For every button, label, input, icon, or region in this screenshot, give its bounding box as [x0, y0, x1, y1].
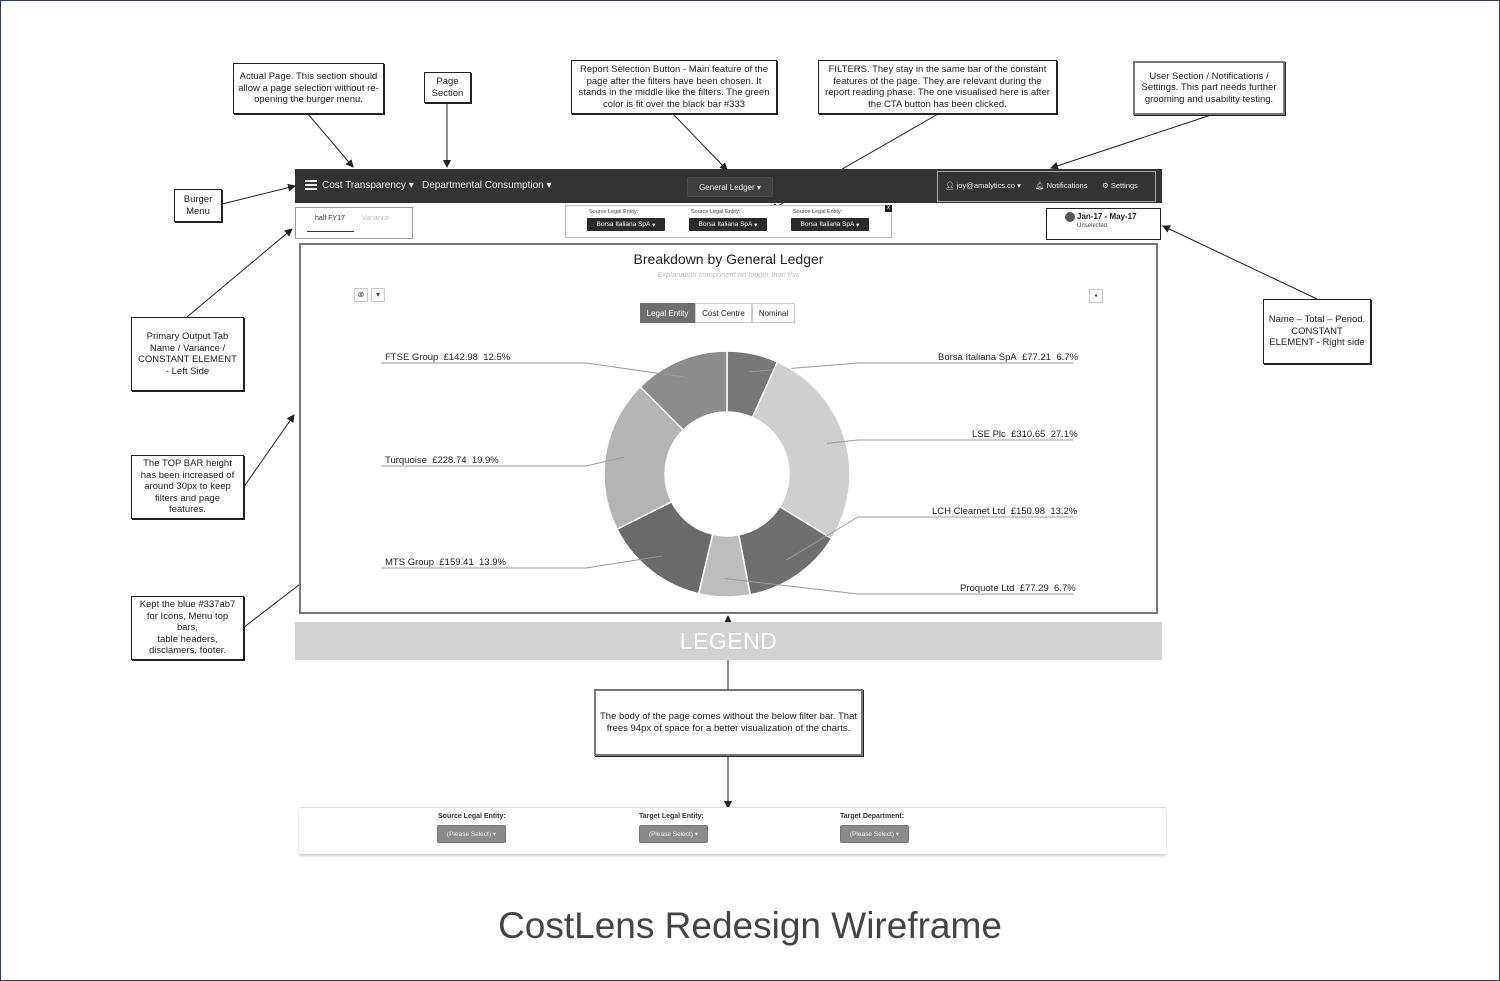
toggle-legal-entity[interactable]: Legal Entity: [640, 303, 695, 323]
bell-icon: 🔔︎: [1035, 181, 1045, 190]
note-top-bar-height: The TOP BAR height has been increased of…: [131, 455, 244, 519]
leader-line-0: [748, 362, 1073, 373]
chart-title: Breakdown by General Ledger: [633, 251, 824, 267]
donut-slice-6[interactable]: [639, 350, 728, 432]
filter-label-2: Source Legal Entity:: [691, 209, 741, 215]
filter-label-1: Source Legal Entity:: [589, 209, 639, 215]
user-section: [937, 171, 1156, 202]
bottom-filter-select-3[interactable]: (Please Select) ▾: [840, 825, 909, 843]
note-kept-blue: Kept the blue #337ab7 for Icons, Menu to…: [131, 596, 244, 660]
legend-bar: LEGEND: [295, 622, 1162, 660]
leader-line-3: [724, 578, 1073, 595]
slice-label-lch: LCH Clearnet Ltd £150.98 13.2%: [932, 506, 1078, 517]
toggle-nominal[interactable]: Nominal: [752, 303, 795, 323]
filter-label-3: Source Legal Entity:: [793, 209, 843, 215]
notifications-button[interactable]: 🔔︎ Notifications: [1035, 181, 1088, 190]
leader-line-2: [786, 516, 1073, 561]
bottom-filter-label-1: Source Legal Entity:: [438, 813, 506, 820]
bottom-filter-bar: [299, 807, 1166, 854]
note-primary-output-tab: Primary Output Tab Name / Variance / CON…: [131, 317, 244, 391]
chart-options-icon[interactable]: ⊗: [354, 288, 368, 302]
slice-label-ftse: FTSE Group £142.98 12.5%: [385, 352, 511, 363]
bottom-filter-select-1[interactable]: (Please Select) ▾: [437, 825, 506, 843]
gear-icon: ⚙: [1102, 181, 1109, 190]
chevron-down-icon[interactable]: ▾: [371, 288, 385, 302]
note-burger-menu: Burger Menu: [174, 189, 222, 222]
save-icon[interactable]: ▪: [1089, 289, 1103, 303]
slice-label-lse: LSE Plc £310.65 27.1%: [972, 429, 1078, 440]
filter-select-3[interactable]: Borsa Italiana SpA ▾: [791, 218, 869, 231]
donut-slice-1[interactable]: [751, 360, 851, 540]
toggle-cost-centre[interactable]: Cost Centre: [695, 303, 752, 323]
leader-line-6: [381, 362, 688, 378]
user-icon: 👤︎: [945, 181, 955, 190]
leader-line-5: [381, 456, 624, 467]
note-name-total-period: Name – Total – Period. CONSTANT ELEMENT …: [1263, 299, 1371, 364]
leader-line-1: [826, 439, 1073, 444]
slice-label-proquote: Proquote Ltd £77.29 6.7%: [960, 583, 1076, 594]
note-user-section: User Section / Notifications / Settings.…: [1133, 61, 1285, 115]
settings-button[interactable]: ⚙ Settings: [1102, 181, 1138, 190]
tab-half-fy17[interactable]: half FY17: [315, 215, 345, 222]
bottom-filter-label-3: Target Department:: [840, 813, 905, 820]
period-toggle-icon[interactable]: [1065, 212, 1075, 222]
caption: CostLens Redesign Wireframe: [498, 905, 1002, 946]
slice-label-borsa: Borsa Italiana SpA £77.21 6.7%: [938, 352, 1078, 363]
period-status: Unselected: [1077, 223, 1108, 229]
actual-page-dropdown[interactable]: Cost Transparency ▾: [322, 180, 414, 191]
note-page-section: Page Section: [424, 72, 471, 103]
note-actual-page: Actual Page. This section should allow a…: [233, 63, 384, 114]
active-tab-underline: [307, 231, 354, 232]
page-section-dropdown[interactable]: Departmental Consumption ▾: [422, 180, 552, 191]
period-range: Jan-17 - May-17: [1077, 212, 1137, 221]
slice-label-turquoise: Turquoise £228.74 19.9%: [385, 455, 499, 466]
output-tabs: [295, 207, 413, 239]
filters-close-icon[interactable]: x: [885, 205, 892, 212]
report-selection-button[interactable]: General Ledger ▾: [687, 177, 773, 197]
donut-slice-5[interactable]: [603, 385, 685, 531]
bottom-filter-select-2[interactable]: (Please Select) ▾: [639, 825, 708, 843]
note-body-without-filter: The body of the page comes without the b…: [594, 689, 863, 756]
note-report-selection: Report Selection Button - Main feature o…: [571, 60, 777, 114]
slice-label-mts: MTS Group £159.41 13.9%: [385, 557, 506, 568]
burger-menu-icon[interactable]: [305, 180, 317, 190]
chart-subtitle: Explanation component no bigger than thi…: [657, 270, 800, 279]
period-box: [1046, 208, 1161, 240]
leader-line-4: [381, 555, 663, 569]
user-menu[interactable]: 👤︎ joy@amalytics.co ▾: [945, 181, 1021, 190]
bottom-filter-label-2: Target Legal Entity:: [639, 813, 704, 820]
filter-select-2[interactable]: Borsa Italiana SpA ▾: [689, 218, 767, 231]
tab-variance[interactable]: Variance: [362, 215, 390, 222]
note-filters: FILTERS. They stay in the same bar of th…: [818, 60, 1057, 114]
filter-select-1[interactable]: Borsa Italiana SpA ▾: [587, 218, 665, 231]
